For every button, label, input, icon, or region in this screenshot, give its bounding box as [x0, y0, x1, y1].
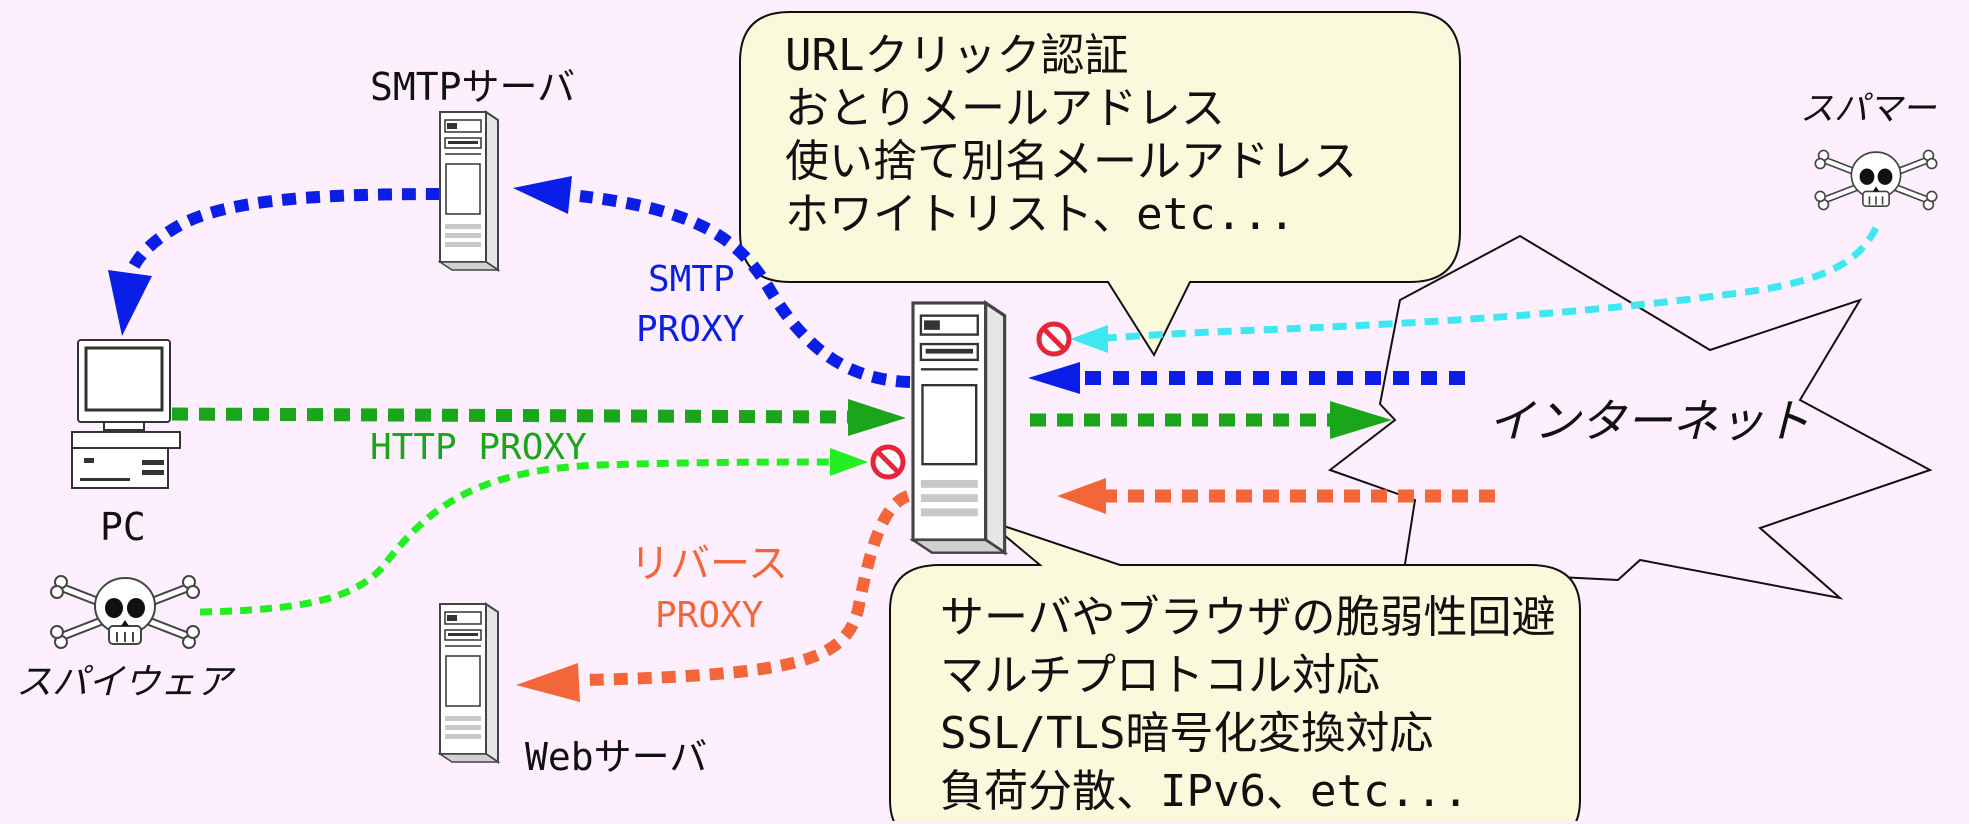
- callout-bottom-text: サーバやブラウザの脆弱性回避 マルチプロトコル対応 SSL/TLS暗号化変換対応…: [940, 592, 1556, 824]
- spam-flow: [1105, 226, 1880, 342]
- callout-bottom-line: SSL/TLS暗号化変換対応: [940, 708, 1434, 759]
- http-flow-pc-to-proxy: [171, 407, 849, 424]
- spyware-label: スパイウェア: [16, 662, 233, 703]
- reverse-proxy-label-line2: PROXY: [655, 595, 764, 636]
- callout-bottom-bubble: [889, 519, 1581, 821]
- smtp-flow-proxy-to-smtp-server: [579, 190, 911, 388]
- callout-bottom-line: サーバやブラウザの脆弱性回避: [940, 592, 1556, 643]
- smtp-proxy-label-line1: SMTP: [648, 259, 735, 300]
- callout-top-bubble: [739, 11, 1461, 358]
- pc-icon: [71, 339, 181, 489]
- callout-top-line: 使い捨て別名メールアドレス: [785, 136, 1357, 187]
- smtp-proxy-label-line2: PROXY: [636, 309, 745, 350]
- spyware-arrowhead: [830, 448, 868, 476]
- spyware-skull-crossbones-icon: [51, 576, 199, 648]
- http-arrowhead-internet: [1330, 401, 1392, 439]
- cloud-burst-icon: [1327, 234, 1933, 600]
- reverse-flow-proxy-to-web-server: [584, 490, 911, 686]
- reverse-arrowhead-proxy: [1057, 478, 1106, 514]
- spam-arrowhead: [1070, 325, 1108, 353]
- smtp-arrowhead-server: [513, 176, 572, 214]
- callout-bottom-line: マルチプロトコル対応: [940, 650, 1380, 701]
- spyware-blocked-no-entry-icon: [873, 447, 903, 477]
- smtp-server-icon: [439, 111, 499, 271]
- smtp-server-label: SMTPサーバ: [370, 65, 576, 109]
- spammer-label: スパマー: [1800, 89, 1936, 129]
- smtp-arrowhead-proxy: [1028, 362, 1080, 394]
- spyware-flow: [199, 458, 831, 616]
- reverse-proxy-label-line1: リバース: [630, 541, 788, 587]
- callout-bottom-line: 負荷分散、IPv6、etc...: [940, 766, 1469, 817]
- callout-top-text: URLクリック認証 おとりメールアドレス 使い捨て別名メールアドレス ホワイトリ…: [785, 30, 1357, 242]
- http-proxy-label: HTTP PROXY: [370, 427, 587, 468]
- smtp-flow-server-to-pc: [122, 188, 441, 283]
- callout-top-line: おとりメールアドレス: [785, 83, 1225, 134]
- http-arrowhead-proxy: [848, 399, 906, 436]
- callout-top-line: URLクリック認証: [785, 30, 1129, 81]
- smtp-arrowhead-pc: [108, 270, 152, 336]
- callout-top-line: ホワイトリスト、etc...: [785, 189, 1296, 240]
- proxy-server-icon: [911, 301, 1007, 555]
- reverse-arrowhead-web-server: [516, 663, 580, 702]
- internet-label: インターネット: [1488, 394, 1810, 448]
- spam-blocked-no-entry-icon: [1039, 324, 1069, 354]
- pc-label: PC: [100, 505, 146, 549]
- web-server-label: Webサーバ: [525, 735, 708, 779]
- web-server-icon: [439, 603, 499, 763]
- spammer-skull-crossbones-icon: [1815, 150, 1936, 209]
